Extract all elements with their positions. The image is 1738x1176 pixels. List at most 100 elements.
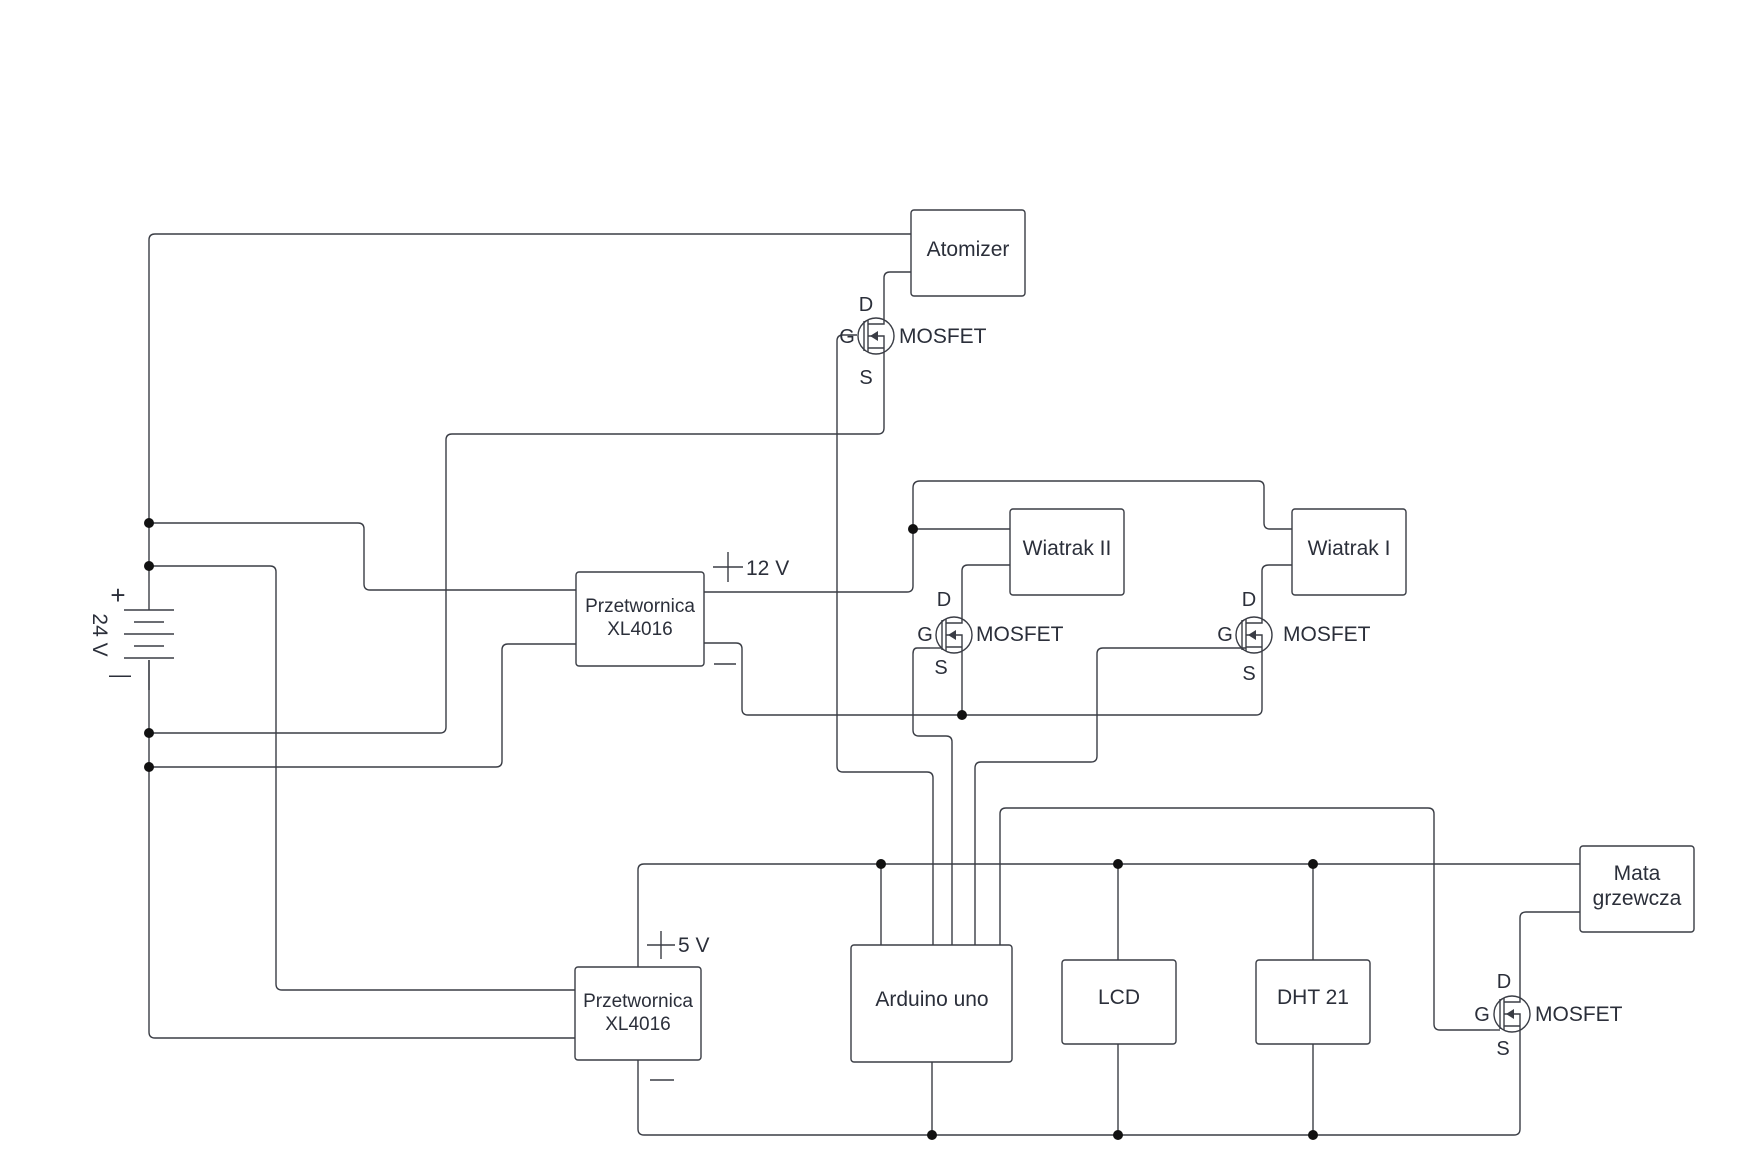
junction-dot	[144, 762, 154, 772]
wiatrak1-rect	[1291, 508, 1407, 596]
mosfet-body	[1235, 616, 1273, 654]
mosfet-source-label: S	[1496, 1038, 1509, 1060]
arduino-label: Arduino uno	[875, 988, 988, 1011]
mosfet-source-label: S	[859, 367, 872, 389]
voltage-5v-label: 5 V	[678, 934, 710, 957]
lcd-label: LCD	[1098, 986, 1140, 1009]
lcd-box: LCD	[1061, 959, 1177, 1045]
wire-5v-rail	[637, 863, 1580, 967]
mosfet-label: MOSFET	[1283, 623, 1371, 646]
label-line: Przetwornica	[585, 596, 695, 617]
label-line: Przetwornica	[583, 991, 693, 1012]
dht-box: DHT 21	[1255, 959, 1371, 1045]
battery-minus-label: —	[109, 662, 131, 687]
mosfet-label: MOSFET	[1535, 1003, 1623, 1026]
mosfet-wiatrak2: D G S MOSFET	[917, 589, 1063, 679]
wire-24v-minus-bus	[148, 660, 575, 1039]
mosfet-atomizer: D G S MOSFET	[839, 294, 986, 389]
mosfet-source-label: S	[1242, 663, 1255, 685]
wire-gnd-to-conv1	[149, 643, 576, 768]
junction-dot	[957, 710, 967, 720]
wire-mosfet2-gate-arduino	[912, 647, 953, 945]
atomizer-box: Atomizer	[910, 209, 1026, 297]
wire-mosfet3-gate-arduino	[974, 647, 1246, 945]
battery-plus-label: +	[110, 580, 125, 610]
wire-gnd-bottom-bus	[637, 1040, 1521, 1136]
mosfet-body	[857, 317, 895, 355]
wire-atomizer-drain	[883, 271, 911, 315]
junction-dot	[876, 859, 886, 869]
mosfet-drain-label: D	[937, 589, 951, 611]
wire-wiatrak1-drain	[1261, 564, 1292, 612]
mosfet-body	[935, 616, 973, 654]
wire-mosfet1-source-gnd	[149, 360, 885, 734]
mosfet-label: MOSFET	[976, 623, 1064, 646]
wire-24v-to-atomizer	[148, 233, 911, 583]
wire-arduino-mosfet4-gate	[999, 807, 1490, 1031]
junction-dot	[144, 561, 154, 571]
mosfet-drain-label: D	[1242, 589, 1256, 611]
wire-fan-gnd	[704, 642, 1263, 716]
battery-voltage-label: 24 V	[88, 613, 111, 656]
mosfet-arrow	[948, 630, 956, 640]
mosfet-wiatrak1: D G S MOSFET	[1217, 589, 1370, 685]
mosfet-source-label: S	[934, 657, 947, 679]
mosfet-body	[1493, 995, 1531, 1033]
battery-symbol: + — 24 V	[88, 580, 174, 690]
converter-bottom-rect	[574, 966, 702, 1061]
junction-dot	[908, 524, 918, 534]
mosfet-drain-label: D	[1497, 971, 1511, 993]
lcd-rect	[1061, 959, 1177, 1045]
junction-dot	[1113, 859, 1123, 869]
label-line: XL4016	[607, 619, 673, 640]
atomizer-label: Atomizer	[927, 238, 1010, 261]
label-line: XL4016	[605, 1014, 671, 1035]
wiatrak1-label: Wiatrak I	[1308, 537, 1391, 560]
arduino-rect	[850, 944, 1013, 1063]
junction-dot	[144, 728, 154, 738]
wiatrak1-box: Wiatrak I	[1291, 508, 1407, 596]
mosfet-gate-label: G	[1217, 624, 1233, 646]
mata-rect	[1579, 845, 1695, 933]
wire-mata-drain	[1519, 911, 1580, 990]
wire-12v-rail	[704, 480, 1292, 593]
junction-dot	[1113, 1130, 1123, 1140]
wires	[148, 233, 1580, 1136]
junction-dot	[1308, 1130, 1318, 1140]
junction-dot	[1308, 859, 1318, 869]
mosfet-arrow	[870, 331, 878, 341]
wire-24v-to-conv1-in	[149, 522, 576, 591]
mosfet-arrow	[1506, 1009, 1514, 1019]
wire-mosfet1-gate-arduino	[836, 334, 934, 945]
dht-label: DHT 21	[1277, 986, 1349, 1009]
mosfet-label: MOSFET	[899, 325, 987, 348]
mosfet-gate-label: G	[1474, 1004, 1490, 1026]
wiatrak2-box: Wiatrak II	[1009, 508, 1125, 596]
wire-wiatrak2-drain	[961, 564, 1010, 612]
wire-24v-to-conv2-in	[149, 565, 575, 991]
dht-rect	[1255, 959, 1371, 1045]
wiatrak2-rect	[1009, 508, 1125, 596]
atomizer-rect	[910, 209, 1026, 297]
wiatrak2-label: Wiatrak II	[1023, 537, 1112, 560]
voltage-12v-label: 12 V	[746, 557, 789, 580]
mosfet-arrow	[1248, 630, 1256, 640]
label-line: Mata	[1614, 862, 1661, 885]
arduino-box: Arduino uno	[850, 944, 1013, 1063]
junction-dot	[927, 1130, 937, 1140]
converter-bottom-polarity: 5 V	[647, 931, 710, 1081]
mosfet-gate-label: G	[839, 326, 855, 348]
junctions	[144, 518, 1318, 1140]
mosfet-drain-label: D	[859, 294, 873, 316]
converter-top-polarity: 12 V	[713, 552, 789, 665]
converter-top-rect	[575, 571, 705, 667]
mosfet-mata: D G S MOSFET	[1474, 971, 1622, 1060]
label-line: grzewcza	[1593, 887, 1682, 910]
